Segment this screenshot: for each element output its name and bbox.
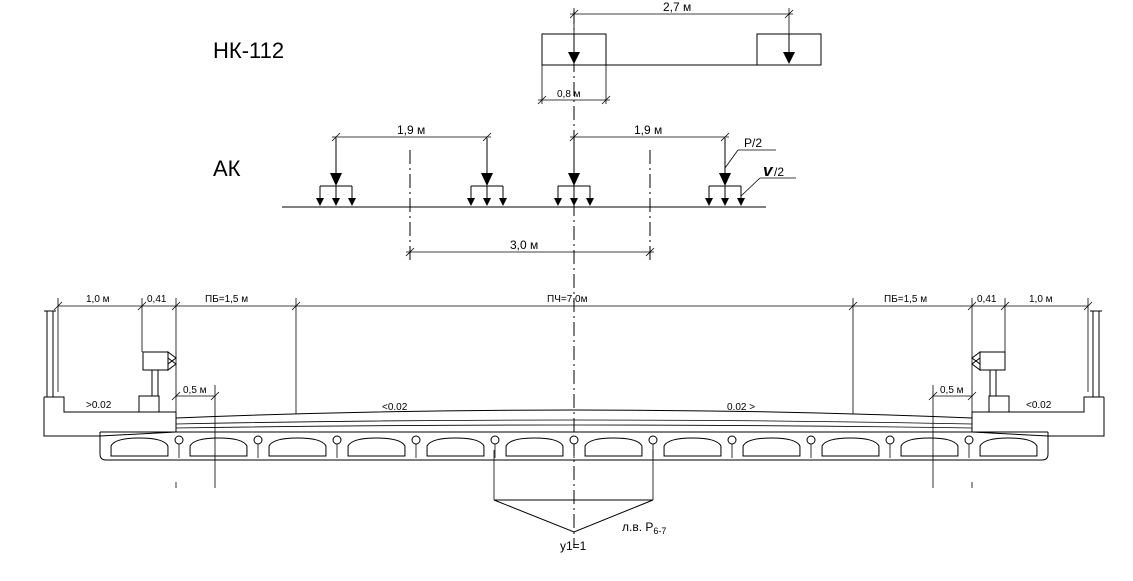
beam-void (505, 437, 564, 457)
sidewalk-left-label: 1,0 м (86, 294, 110, 305)
ak-left-spacing-label: 1,9 м (397, 123, 425, 137)
curb-right-label: 0,41 (977, 294, 997, 305)
sidewalk-block-left (43, 396, 177, 437)
beam-void (979, 437, 1038, 457)
ordinate-label: у1=1 (560, 539, 587, 553)
beam-joint (411, 435, 421, 445)
svg-text:<0.02: <0.02 (382, 402, 408, 413)
strip-right-label: ПБ=1,5 м (884, 294, 927, 305)
beam-void (426, 437, 485, 457)
carriageway-label: ПЧ=7,0м (547, 294, 588, 305)
beam-joint (569, 435, 579, 445)
slope-carriageway-right: 0.02 (727, 402, 747, 413)
strip-left-label: ПБ=1,5 м (205, 294, 248, 305)
beam-joint (964, 435, 974, 445)
slope-sidewalk-left: 0.02 (92, 400, 112, 411)
nk-112-load-diagram: 2,7 м 0,8 м (537, 0, 822, 105)
beam-joint (648, 435, 658, 445)
influence-line-diagram: л.в. Р6-7 у1=1 (493, 450, 666, 553)
sidewalk-right-label: 1,0 м (1029, 294, 1053, 305)
ak-load-group-2 (467, 138, 507, 206)
slope-carriageway-left: 0.02 (388, 402, 408, 413)
sidewalk-block-right (971, 396, 1105, 437)
influence-line-label: л.в. Р6-7 (622, 520, 666, 536)
influence-line-triangle (493, 499, 654, 533)
nk-axle-spacing-label: 2,7 м (663, 0, 691, 14)
roadway-surface (175, 409, 973, 419)
beam-joint (885, 435, 895, 445)
beam-void (189, 437, 248, 457)
beam-void (110, 437, 169, 457)
nk-axle-arrow-right (783, 52, 795, 64)
pavement-layer-1 (175, 419, 973, 425)
svg-text:<0.02: <0.02 (1026, 400, 1052, 411)
beam-joint (174, 435, 184, 445)
railing-right (1090, 310, 1102, 398)
nk-label: НК-112 (213, 38, 284, 63)
railing-left (44, 310, 56, 398)
beam-joint (253, 435, 263, 445)
svg-text:>0.02: >0.02 (86, 400, 112, 411)
beam-joint (806, 435, 816, 445)
hollow-beams (99, 432, 1049, 461)
beam-joint (332, 435, 342, 445)
cross-section-dimensions: 1,0 м 0,41 ПБ=1,5 м ПЧ=7,0м ПБ=1,5 м 0,4… (53, 294, 1093, 488)
offset-left-label: 0,5 м (183, 385, 207, 396)
offset-right-label: 0,5 м (940, 385, 964, 396)
v-half-label: /2 (774, 165, 784, 179)
beam-void (663, 437, 722, 457)
ak-gauge-label: 3,0 м (510, 238, 538, 252)
beam-void (821, 437, 880, 457)
beam-joint (490, 435, 500, 445)
beam-outline (99, 432, 1049, 461)
ak-load-group-4 (705, 138, 745, 206)
slope-labels: >0.02 <0.02 0.02 > <0.02 (86, 400, 1052, 413)
nk-wheel-width-label: 0,8 м (557, 89, 581, 100)
beam-void (584, 437, 643, 457)
v-symbol: v (763, 161, 774, 180)
curb-left-label: 0,41 (147, 294, 167, 305)
pavement-layer-2 (175, 424, 973, 429)
svg-text:0.02 >: 0.02 > (727, 402, 755, 413)
ak-label: АК (213, 156, 241, 181)
beam-void (900, 437, 959, 457)
slope-sidewalk-right: 0.02 (1032, 400, 1052, 411)
beam-joint (727, 435, 737, 445)
beam-void (268, 437, 327, 457)
beam-void (347, 437, 406, 457)
beam-void (742, 437, 801, 457)
ak-right-spacing-label: 1,9 м (634, 123, 662, 137)
ak-load-group-1 (316, 138, 356, 206)
barrier-left (138, 351, 177, 413)
barrier-right (971, 351, 1010, 413)
p-half-label: Р/2 (744, 136, 762, 150)
ak-load-diagram: 1,9 м 1,9 м 3,0 м Р/2 v /2 (282, 123, 796, 262)
